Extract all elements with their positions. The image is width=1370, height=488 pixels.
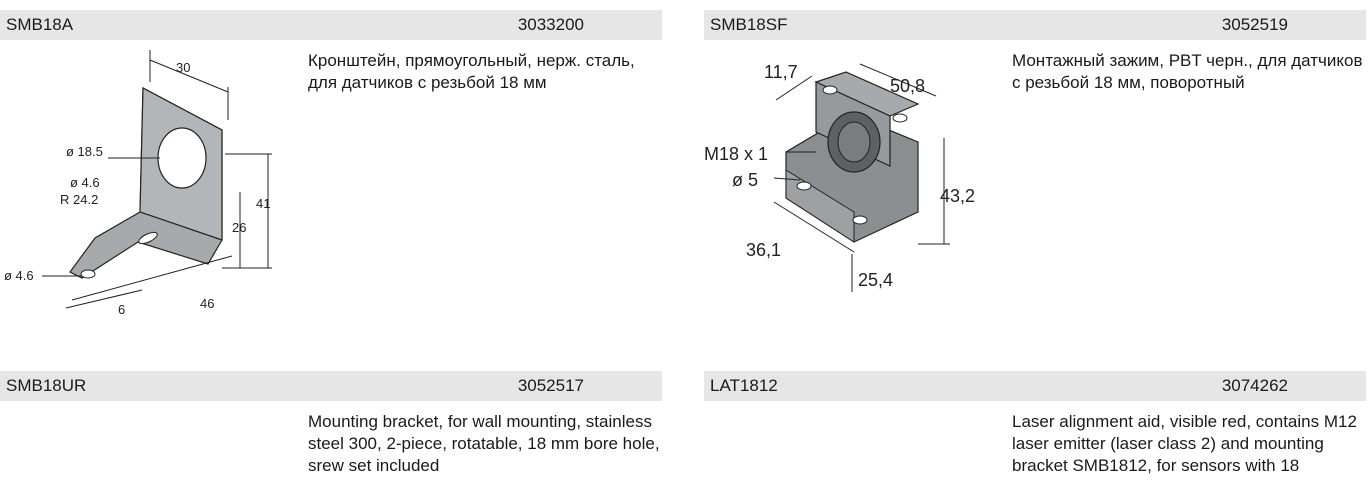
- swivel-clamp-drawing: 11,7 50,8 M18 x 1 ø 5 43,2 36,1 25,4: [704, 62, 975, 292]
- product-description: Mounting bracket, for wall mounting, sta…: [308, 412, 660, 475]
- dimension-label: 50,8: [890, 76, 925, 96]
- product-header-bar: SMB18UR 3052517: [0, 371, 662, 401]
- product-description: Кронштейн, прямоугольный, нерж. сталь, д…: [308, 51, 635, 92]
- dimension-label: R 24.2: [60, 192, 98, 207]
- product-ident-number: 3033200: [517, 15, 584, 34]
- dimension-label: ø 18.5: [66, 144, 103, 159]
- product-description: Laser alignment aid, visible red, contai…: [1012, 412, 1357, 475]
- product-name: SMB18A: [6, 15, 74, 34]
- dimension-label: 25,4: [858, 270, 893, 290]
- product-name: LAT1812: [710, 376, 778, 395]
- dimension-label: ø 5: [732, 170, 758, 190]
- product-header-bar: SMB18SF 3052519: [704, 10, 1366, 40]
- dimension-label: 46: [200, 296, 214, 311]
- dimension-label: 36,1: [746, 240, 781, 260]
- dimension-label: ø 4.6: [70, 175, 100, 190]
- angle-bracket-drawing: 30 ø 18.5 ø 4.6 R 24.2 41 26 ø 4.6 6 46: [4, 50, 272, 317]
- dimension-label: 6: [118, 302, 125, 317]
- dimension-label: 30: [176, 60, 190, 75]
- product-header-bar: LAT1812 3074262: [704, 371, 1366, 401]
- product-ident-number: 3052517: [517, 376, 584, 395]
- dimension-label: 26: [232, 220, 246, 235]
- product-ident-number: 3052519: [1221, 15, 1288, 34]
- product-ident-number: 3074262: [1221, 376, 1288, 395]
- dimension-label: 43,2: [940, 186, 975, 206]
- product-name: SMB18SF: [710, 15, 788, 34]
- product-description: Монтажный зажим, PBT черн., для датчиков…: [1012, 51, 1363, 92]
- dimension-label: 41: [256, 196, 270, 211]
- dimension-label: ø 4.6: [4, 268, 34, 283]
- product-header-bar: SMB18A 3033200: [0, 10, 662, 40]
- product-name: SMB18UR: [6, 376, 87, 395]
- dimension-label: 11,7: [764, 62, 798, 82]
- dimension-label: M18 x 1: [704, 144, 768, 164]
